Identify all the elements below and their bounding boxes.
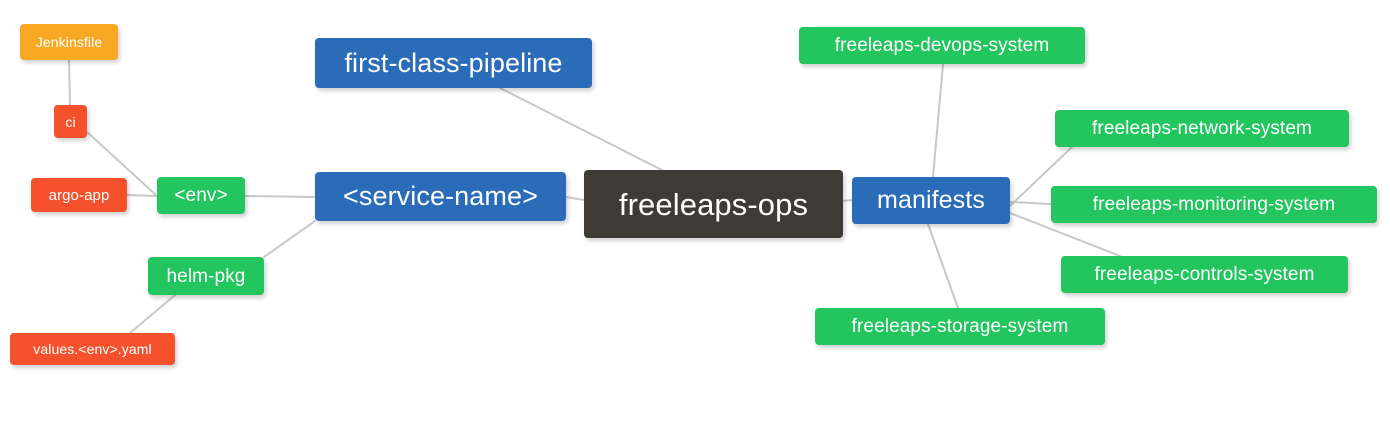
edge-manifests-to-devops-system [932,63,944,178]
edge-service-name-to-helm-pkg [263,220,316,258]
edge-manifests-to-storage-system [927,223,959,309]
edge-service-name-to-freeleaps-ops [565,196,585,201]
edge-env-to-service-name [244,195,316,198]
edge-jenkinsfile-to-ci [68,59,71,106]
mindmap-node-freeleaps-ops[interactable]: freeleaps-ops [584,170,843,238]
mindmap-node-monitoring-system[interactable]: freeleaps-monitoring-system [1051,186,1377,223]
mindmap-node-ci[interactable]: ci [54,105,87,138]
mindmap-node-controls-system[interactable]: freeleaps-controls-system [1061,256,1348,293]
mindmap-node-argo-app[interactable]: argo-app [31,178,127,212]
mindmap-node-values-yaml[interactable]: values.<env>.yaml [10,333,175,365]
mindmap-node-env[interactable]: <env> [157,177,245,214]
mindmap-node-service-name[interactable]: <service-name> [315,172,566,221]
mindmap-node-devops-system[interactable]: freeleaps-devops-system [799,27,1085,64]
edge-helm-pkg-to-values-yaml [129,294,176,334]
mindmap-node-jenkinsfile[interactable]: Jenkinsfile [20,24,118,60]
edge-first-class-pipeline-to-freeleaps-ops [499,87,663,171]
mindmap-node-manifests[interactable]: manifests [852,177,1010,224]
mindmap-node-storage-system[interactable]: freeleaps-storage-system [815,308,1105,345]
mindmap-node-network-system[interactable]: freeleaps-network-system [1055,110,1349,147]
mindmap-node-first-class-pipeline[interactable]: first-class-pipeline [315,38,592,88]
edge-argo-app-to-env [126,194,158,197]
mindmap-node-helm-pkg[interactable]: helm-pkg [148,257,264,295]
edge-freeleaps-ops-to-manifests [842,199,853,202]
edge-manifests-to-monitoring-system [1009,201,1052,205]
